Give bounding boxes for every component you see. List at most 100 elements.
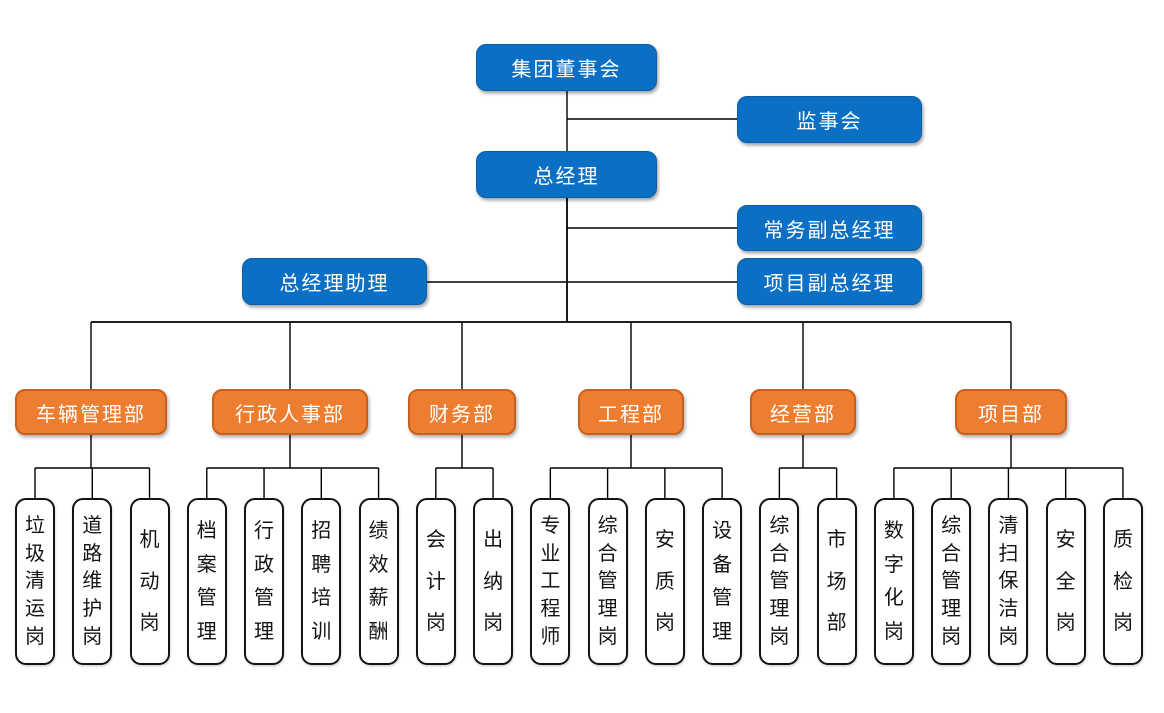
position-box: 专业工程师 <box>530 498 571 665</box>
position-label-char: 训 <box>311 620 332 643</box>
department-box: 工程部 <box>578 389 684 435</box>
position-label-char: 薪 <box>368 587 389 610</box>
node-gm-assistant: 总经理助理 <box>242 258 427 305</box>
position-label-char: 化 <box>883 587 904 610</box>
position-label-char: 理 <box>941 598 962 621</box>
node-general-manager-label: 总经理 <box>533 166 600 188</box>
position-label-char: 岗 <box>425 612 446 635</box>
position-label-char: 政 <box>254 553 275 576</box>
department-box: 财务部 <box>408 389 516 435</box>
position-label-char: 聘 <box>311 553 332 576</box>
node-board-label: 集团董事会 <box>511 59 622 81</box>
position-box: 综合管理岗 <box>587 498 628 665</box>
position-label-char: 质 <box>654 570 675 593</box>
position-label-char: 理 <box>597 598 618 621</box>
position-label-char: 出 <box>483 528 504 551</box>
position-label-char: 扫 <box>998 542 1019 565</box>
position-box: 安质岗 <box>644 498 685 665</box>
position-label-char: 纳 <box>483 570 504 593</box>
position-label-char: 动 <box>139 570 160 593</box>
node-board: 集团董事会 <box>476 44 657 91</box>
position-label-char: 字 <box>883 553 904 576</box>
node-project-deputy-gm-label: 项目副总经理 <box>763 273 896 295</box>
position-box: 档案管理 <box>186 498 227 665</box>
position-label-char: 理 <box>254 620 275 643</box>
position-label-char: 管 <box>769 570 790 593</box>
position-label-char: 岗 <box>998 626 1019 649</box>
position-label-char: 合 <box>769 542 790 565</box>
position-label-char: 业 <box>540 542 561 565</box>
position-label-char: 管 <box>196 587 217 610</box>
position-label-char: 岗 <box>883 620 904 643</box>
position-label-char: 岗 <box>1112 612 1133 635</box>
position-label-char: 程 <box>540 598 561 621</box>
position-label-char: 综 <box>597 514 618 537</box>
position-box: 垃圾清运岗 <box>15 498 55 665</box>
position-box: 出纳岗 <box>473 498 514 665</box>
position-box: 安全岗 <box>1045 498 1086 665</box>
node-executive-deputy-gm: 常务副总经理 <box>737 205 922 251</box>
position-label-char: 岗 <box>483 612 504 635</box>
position-label-char: 圾 <box>25 542 45 565</box>
position-label-char: 部 <box>826 612 847 635</box>
position-label-char: 会 <box>425 528 446 551</box>
position-box: 道路维护岗 <box>72 498 113 665</box>
position-label-char: 绩 <box>368 520 389 543</box>
node-general-manager: 总经理 <box>476 151 657 198</box>
position-label-char: 场 <box>826 570 847 593</box>
position-label-char: 维 <box>82 570 103 593</box>
position-label-char: 理 <box>196 620 217 643</box>
position-label-char: 岗 <box>25 626 45 649</box>
position-box: 市场部 <box>816 498 857 665</box>
position-label-char: 路 <box>82 542 103 565</box>
position-label-char: 安 <box>1055 528 1076 551</box>
position-label-char: 保 <box>998 570 1019 593</box>
department-box: 项目部 <box>955 389 1067 435</box>
position-label-char: 数 <box>883 520 904 543</box>
position-label-char: 管 <box>597 570 618 593</box>
position-label-char: 档 <box>196 520 217 543</box>
position-box: 数字化岗 <box>873 498 914 665</box>
position-box: 招聘培训 <box>301 498 342 665</box>
position-box: 综合管理岗 <box>759 498 800 665</box>
position-label-char: 岗 <box>139 612 160 635</box>
position-label-char: 市 <box>826 528 847 551</box>
position-label-char: 检 <box>1112 570 1133 593</box>
department-box: 车辆管理部 <box>15 389 167 435</box>
position-box: 绩效薪酬 <box>358 498 399 665</box>
position-label-char: 垃 <box>25 514 45 537</box>
position-label-char: 专 <box>540 514 561 537</box>
node-supervisory: 监事会 <box>737 96 922 143</box>
department-label: 行政人事部 <box>235 403 345 426</box>
department-label: 项目部 <box>978 403 1044 426</box>
position-label-char: 合 <box>597 542 618 565</box>
department-label: 工程部 <box>598 403 664 426</box>
position-box: 综合管理岗 <box>931 498 972 665</box>
position-label-char: 岗 <box>941 626 962 649</box>
position-label-char: 理 <box>769 598 790 621</box>
position-label-char: 案 <box>196 553 217 576</box>
position-label-char: 岗 <box>597 626 618 649</box>
department-label: 经营部 <box>770 403 836 426</box>
position-label-char: 质 <box>1112 528 1133 551</box>
position-label-char: 综 <box>941 514 962 537</box>
position-label-char: 道 <box>82 514 103 537</box>
department-label: 财务部 <box>429 403 495 426</box>
position-label-char: 运 <box>25 598 45 621</box>
department-label: 车辆管理部 <box>36 403 146 426</box>
department-box: 经营部 <box>750 389 856 435</box>
position-label-char: 师 <box>540 626 561 649</box>
position-label-char: 清 <box>25 570 45 593</box>
position-box: 机动岗 <box>129 498 170 665</box>
position-label-char: 综 <box>769 514 790 537</box>
position-label-char: 岗 <box>82 626 103 649</box>
node-project-deputy-gm: 项目副总经理 <box>737 258 922 305</box>
position-label-char: 安 <box>654 528 675 551</box>
position-label-char: 管 <box>712 587 733 610</box>
position-label-char: 洁 <box>998 598 1019 621</box>
position-label-char: 岗 <box>769 626 790 649</box>
position-label-char: 备 <box>712 553 733 576</box>
position-label-char: 行 <box>254 520 275 543</box>
position-label-char: 管 <box>941 570 962 593</box>
